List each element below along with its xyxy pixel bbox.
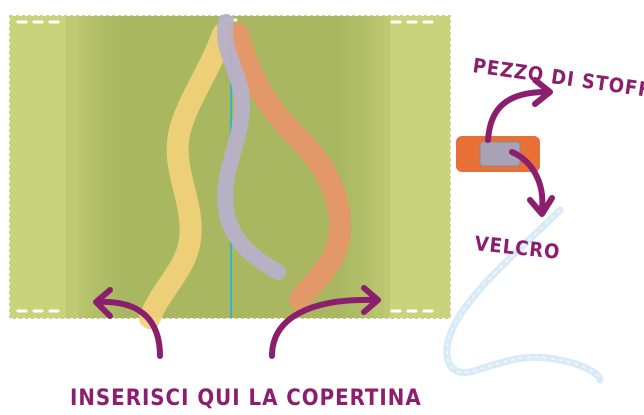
label-velcro: VELCRO (473, 231, 561, 264)
right-flap (384, 16, 450, 318)
label-fabric-piece: PEZZO DI STOFFA (471, 53, 644, 104)
label-insert-cover: INSERISCI QUI LA COPERTINA (70, 386, 422, 411)
